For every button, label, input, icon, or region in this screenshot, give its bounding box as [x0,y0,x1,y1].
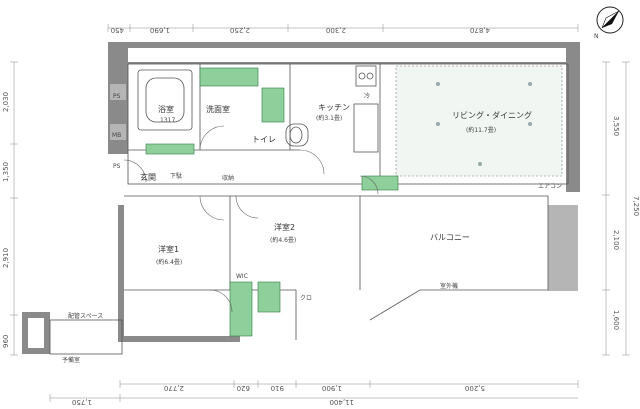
dim-right-2: 2,100 [612,230,620,250]
label-spare: 予備室 [62,356,80,364]
label-living-size: (約11.7畳) [466,126,496,134]
dim-bottom-4: 1,900 [322,384,342,392]
label-pipe-space: 配管スペース [68,312,103,320]
interior-outline [49,63,569,355]
label-washroom: 洗面室 [206,104,230,114]
dim-left-3: 2,910 [2,248,10,268]
label-kitchen-size: (約3.1畳) [316,114,342,122]
label-wic: WIC [236,273,248,280]
dimension-lines [10,24,630,402]
label-bath-size: 1317 [160,117,175,124]
compass-label: N [594,33,599,40]
dim-bottom-5: 5,200 [465,384,485,392]
label-ac: エアコン [538,183,562,190]
label-storage: 収納 [222,174,234,182]
dim-top-4: 2,300 [326,26,346,34]
dim-right-1: 3,550 [612,116,620,136]
label-living: リビング・ダイニング [452,110,532,120]
dim-top-1: 450 [111,26,124,34]
label-closet: クロ [300,295,312,302]
label-bedroom-2-size: (約4.6畳) [270,236,296,244]
sanitary-fixtures [137,65,379,155]
dim-top-5: 4,870 [470,26,490,34]
closets [229,175,399,337]
label-outdoor-unit: 室外機 [440,282,458,290]
dim-left-2: 1,350 [2,162,10,182]
label-toilet: トイレ [252,135,276,144]
label-fridge: 冷 [364,92,370,100]
dim-bottom-total-2: 11,400 [330,398,355,406]
dim-bottom-total-1: 1,750 [72,398,92,406]
door-swings [123,125,379,313]
label-entrance: 玄関 [140,172,156,182]
living-area [395,65,563,177]
dim-left-4: 960 [2,335,10,348]
dim-right-3: 1,600 [612,310,620,330]
label-mb: MB [112,132,121,139]
dim-top-3: 2,250 [230,26,250,34]
label-ps-2: PS [113,163,121,170]
label-kitchen: キッチン [318,103,350,112]
outer-walls [22,42,580,354]
dim-right-total: 7,250 [632,196,640,216]
label-bedroom-2: 洋室2 [274,222,295,232]
dim-left-1: 2,030 [2,92,10,112]
compass-icon: N [594,6,624,40]
annotations: エアコン 配管スペース 室外機 予備室 WIC [62,183,562,364]
room-labels: PS PS MB 浴室 1317 洗面室 トイレ キッチン (約3.1畳) リビ… [112,92,532,302]
dimension-labels: 450 1,690 2,250 2,300 4,870 2,770 620 91… [2,26,640,406]
dim-top-2: 1,690 [150,26,170,34]
label-bedroom-1: 洋室1 [158,244,179,254]
label-shoe-storage: 下駄 [170,172,182,180]
dim-bottom-2: 620 [237,384,250,392]
label-ps-1: PS [113,93,121,100]
dim-bottom-3: 910 [271,384,284,392]
label-bath: 浴室 [158,104,174,114]
label-balcony: バルコニー [430,233,470,242]
label-bedroom-1-size: (約6.4畳) [156,258,182,266]
dim-bottom-1: 2,770 [164,384,184,392]
